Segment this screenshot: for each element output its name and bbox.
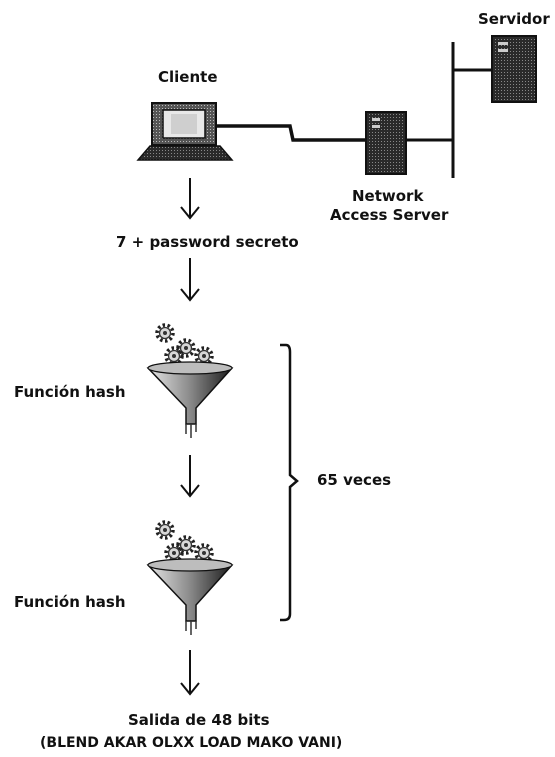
repeat-label: 65 veces <box>317 471 392 489</box>
arrow-down-icon <box>180 178 200 220</box>
output-label-line2: (BLEND AKAR OLXX LOAD MAKO VANI) <box>40 735 343 751</box>
server-tower-icon <box>491 35 537 103</box>
hash-label-1: Función hash <box>14 383 126 401</box>
computer-icon <box>136 102 234 161</box>
output-label-line1: Salida de 48 bits <box>128 711 270 729</box>
arrow-down-icon <box>180 258 200 302</box>
gears-funnel-icon <box>146 520 234 635</box>
server-label: Servidor <box>478 10 550 28</box>
arrow-down-icon <box>180 455 200 498</box>
arrow-down-icon <box>180 650 200 696</box>
input-label: 7 + password secreto <box>116 233 299 251</box>
hash-label-2: Función hash <box>14 593 126 611</box>
server-tower-icon <box>365 111 407 175</box>
repeat-brace <box>280 343 299 622</box>
network-cable <box>216 124 366 142</box>
nas-label-line1: Network <box>352 187 424 205</box>
client-label: Cliente <box>158 68 218 86</box>
nas-label-line2: Access Server <box>330 206 449 224</box>
gears-funnel-icon <box>146 323 234 438</box>
